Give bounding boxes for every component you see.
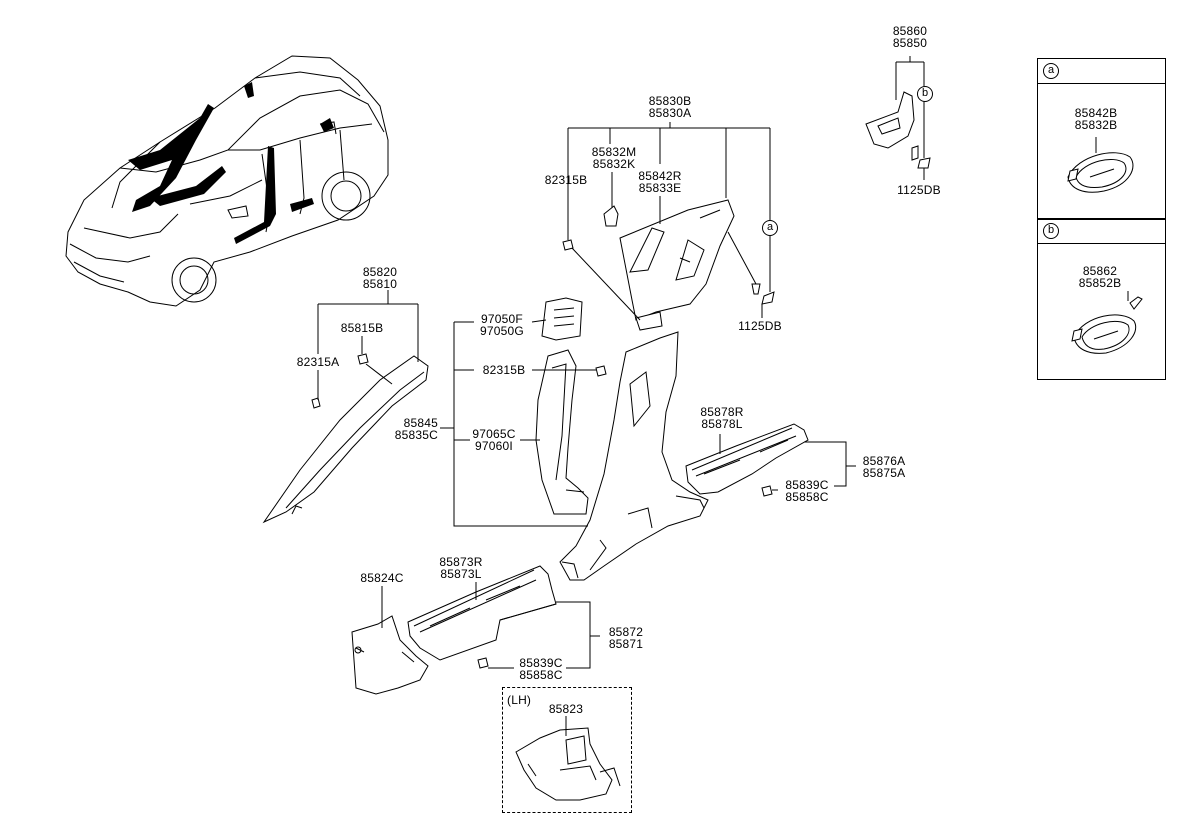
- inset-a-header: [1038, 59, 1165, 84]
- clip-82315b-mid: [595, 365, 607, 377]
- garnish-97050f: [541, 297, 583, 341]
- clip-85839c-bottom: [477, 657, 489, 669]
- label-85824c: 85824C: [360, 571, 404, 585]
- vehicle-illustration: [65, 55, 389, 307]
- b-pillar-lower-trim: [559, 331, 709, 581]
- inset-a-parts: 85842B 85832B: [1074, 106, 1118, 132]
- inset-b-emblem: [1071, 291, 1143, 354]
- front-door-scuff: [407, 565, 557, 661]
- rear-door-scuff: [685, 423, 809, 495]
- label-85860-85850: 85860 85850: [892, 24, 928, 50]
- label-85839c-85858c-bottom: 85839C 85858C: [519, 656, 563, 682]
- a-pillar-trim: [262, 353, 429, 524]
- label-82315b-top: 82315B: [544, 173, 588, 187]
- label-85878r-85878l: 85878R 85878L: [700, 405, 744, 431]
- label-82315b-mid: 82315B: [482, 363, 526, 377]
- label-85845-85835c: 85845 85835C: [394, 416, 438, 442]
- kick-panel-85824c: [351, 615, 429, 695]
- label-1125db-top: 1125DB: [897, 183, 941, 197]
- inset-a-marker: a: [1043, 63, 1059, 79]
- inset-b-marker: b: [1043, 223, 1059, 239]
- callout-b: b: [917, 86, 933, 102]
- label-1125db-mid: 1125DB: [738, 319, 782, 333]
- leader-lines: [317, 56, 925, 736]
- lh-tag: (LH): [507, 693, 532, 707]
- lh-kick-panel: [515, 727, 621, 801]
- label-97050f-97050g: 97050F 97050G: [480, 312, 524, 338]
- inset-a-emblem: [1067, 137, 1134, 193]
- b-pillar-upper-trim: [619, 199, 735, 331]
- clip-82315b-upper: [562, 239, 574, 251]
- label-85832m-85832k: 85832M 85832K: [591, 145, 637, 171]
- clip-85832m: [603, 205, 619, 227]
- inset-b-parts: 85862 85852B: [1078, 264, 1122, 290]
- clip-a-mid: [761, 291, 775, 305]
- inset-b-header: [1038, 219, 1165, 244]
- label-85815b: 85815B: [340, 321, 384, 335]
- label-85873r-85873l: 85873R 85873L: [439, 555, 483, 581]
- label-82315a: 82315A: [296, 355, 340, 369]
- label-85820-85810: 85820 85810: [362, 265, 398, 291]
- inset-b: b 85862 85852B: [1037, 218, 1166, 380]
- screw-1125db-mid: [751, 283, 761, 295]
- label-85830b-85830a: 85830B 85830A: [648, 94, 692, 120]
- label-85839c-85858c-right: 85839C 85858C: [785, 478, 829, 504]
- grab-handle-bracket: [865, 91, 931, 169]
- label-85842r-85833e: 85842R 85833E: [638, 169, 682, 195]
- clip-85839c-right: [761, 485, 773, 497]
- label-97065c-97060i: 97065C 97060I: [472, 427, 516, 453]
- label-85876a-85875a: 85876A 85875A: [862, 454, 906, 480]
- center-pillar-lower-trim: [535, 349, 589, 515]
- label-85823: 85823: [548, 702, 584, 716]
- lh-detail-box: [502, 687, 632, 813]
- label-85872-85871: 85872 85871: [608, 625, 644, 651]
- callout-a: a: [762, 220, 778, 236]
- inset-a: a 85842B 85832B: [1037, 58, 1166, 220]
